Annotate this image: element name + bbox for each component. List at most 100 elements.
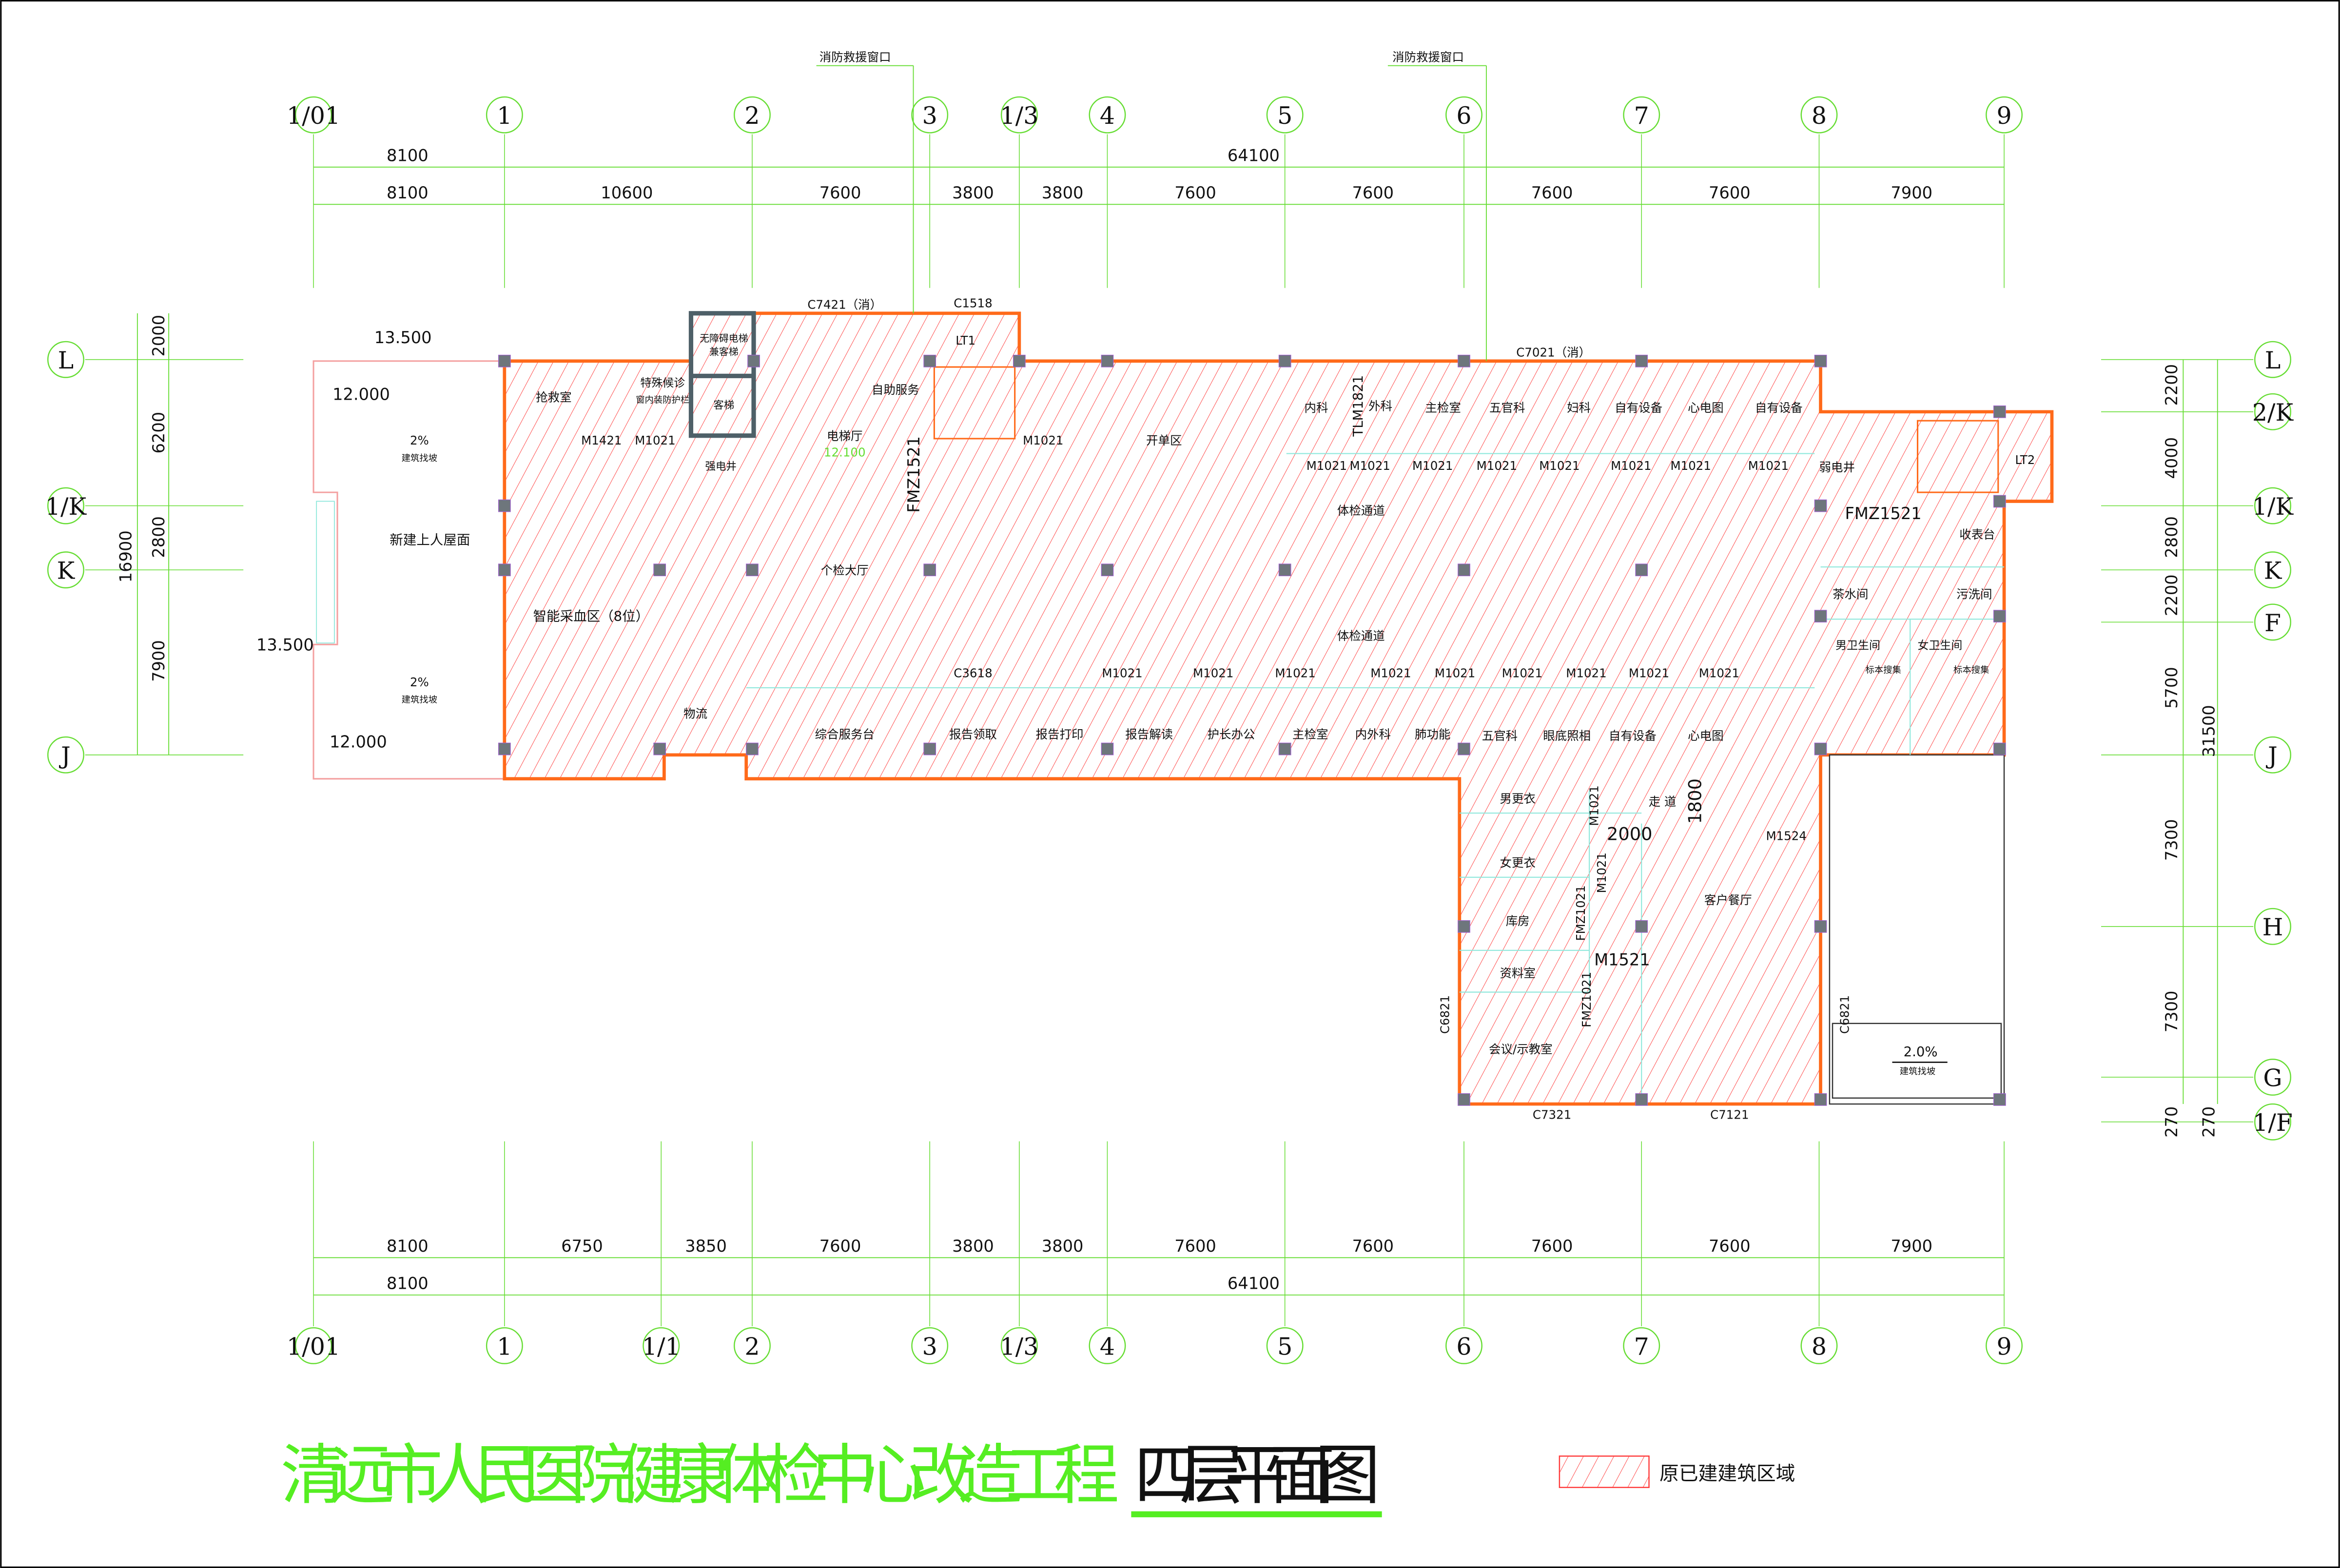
axis-left-1: 1/K xyxy=(45,487,87,524)
room-label: C7421（消） xyxy=(807,298,882,312)
room-label: 体检通道 xyxy=(1337,503,1385,518)
room-label: 肺功能 xyxy=(1415,727,1450,741)
room-label: 五官科 xyxy=(1482,729,1518,743)
axis-lines xyxy=(85,134,2254,1327)
axis-bubble-circle xyxy=(2254,487,2291,524)
column xyxy=(1101,563,1114,577)
dimension-text: 7300 xyxy=(2162,819,2181,861)
room-label: M1521 xyxy=(1594,950,1650,969)
room-label: 建筑找坡 xyxy=(402,695,437,705)
axis-bubble-circle xyxy=(1445,96,1482,134)
dimension-text: 6750 xyxy=(561,1237,603,1256)
room-label: 建筑找坡 xyxy=(1900,1066,1935,1077)
axis-label: L xyxy=(2265,347,2281,374)
room-label: 新建上人屋面 xyxy=(390,532,470,548)
room-label: 开单区 xyxy=(1146,433,1182,447)
column xyxy=(746,742,759,755)
axis-bubble-circle xyxy=(1266,96,1304,134)
column xyxy=(1101,742,1114,755)
room-label: 会议/示教室 xyxy=(1489,1042,1553,1056)
axis-label: 2/K xyxy=(2252,399,2294,426)
axis-label: 4 xyxy=(1100,102,1115,130)
room-label: M1021 xyxy=(1611,459,1651,473)
dimension-text: 7600 xyxy=(1352,1237,1394,1256)
axis-right-4: F xyxy=(2254,603,2291,641)
axis-bubble-circle xyxy=(486,1327,523,1364)
room-label: 护长办公 xyxy=(1208,727,1255,741)
dimension-text: 5700 xyxy=(2162,667,2181,709)
fire-window-label: 消防救援窗口 xyxy=(1392,50,1464,64)
column xyxy=(1635,920,1648,933)
stair-lt1 xyxy=(933,366,1016,440)
room-label: C6821 xyxy=(1438,995,1452,1034)
room-label: LT2 xyxy=(2015,453,2035,467)
axis-bottom-2: 1/1 xyxy=(642,1327,681,1364)
axis-top-9: 8 xyxy=(1800,96,1838,134)
room-label: 妇科 xyxy=(1567,401,1591,415)
axis-bottom-1: 1 xyxy=(486,1327,523,1364)
room-label: 自有设备 xyxy=(1755,401,1803,415)
room-label: C3618 xyxy=(954,666,992,680)
axis-label: 9 xyxy=(1996,1333,2011,1360)
column xyxy=(1458,920,1470,933)
axis-top-7: 6 xyxy=(1445,96,1482,134)
dimension-text: 3800 xyxy=(952,183,994,202)
room-label: 茶水间 xyxy=(1833,587,1868,601)
axis-bubble-circle xyxy=(1445,1327,1482,1364)
dimension-text: 3800 xyxy=(1042,183,1084,202)
dimension-text: 7600 xyxy=(819,1237,861,1256)
partitions xyxy=(746,453,2005,1104)
room-label: M1021 xyxy=(1595,852,1609,893)
axis-bubble-circle xyxy=(1089,1327,1126,1364)
room-label: 自有设备 xyxy=(1609,729,1657,743)
room-label: M1021 xyxy=(1349,459,1390,473)
axis-label: K xyxy=(57,557,76,585)
axis-bubble-circle xyxy=(295,1327,332,1364)
column xyxy=(1635,1093,1648,1106)
axis-top-8: 7 xyxy=(1623,96,1660,134)
dimension-text: 3800 xyxy=(1042,1237,1084,1256)
axis-bottom-7: 5 xyxy=(1266,1327,1304,1364)
axis-left-2: K xyxy=(47,551,84,589)
room-label: 抢救室 xyxy=(536,390,571,404)
room-label: 强电井 xyxy=(705,461,737,473)
dimension-text: 31500 xyxy=(2200,705,2219,757)
axis-right-3: K xyxy=(2254,551,2291,589)
axis-bubble-circle xyxy=(1986,96,2023,134)
room-labels: 抢救室特殊候诊窗内装防护栏无障碍电梯兼客梯客梯强电井自助服务电梯厅12.100L… xyxy=(256,296,2035,1122)
axis-bottom-6: 4 xyxy=(1089,1327,1126,1364)
room-label: 女更衣 xyxy=(1500,855,1535,870)
dimension-text: 7600 xyxy=(1709,1237,1751,1256)
dimension-text: 8100 xyxy=(387,146,429,165)
dimension-text: 6200 xyxy=(149,412,168,454)
roof-fans xyxy=(316,501,335,644)
axis-label: 3 xyxy=(922,102,937,130)
axis-bubble-circle xyxy=(2254,393,2291,430)
room-label: C1518 xyxy=(954,296,992,310)
room-label: 特殊候诊 xyxy=(640,377,685,389)
room-label: 污洗间 xyxy=(1956,587,1992,601)
column xyxy=(1814,920,1827,933)
room-label: 2% xyxy=(410,675,429,689)
axis-label: 1 xyxy=(497,102,512,130)
room-label: 1800 xyxy=(1685,778,1706,824)
axis-bubble-circle xyxy=(47,487,84,524)
axis-label: 2 xyxy=(744,102,760,130)
column xyxy=(923,563,936,577)
axis-bubble-circle xyxy=(47,551,84,589)
axis-label: 1/3 xyxy=(1000,102,1038,130)
structural-columns xyxy=(498,354,2006,1106)
axis-bubble-circle xyxy=(733,96,771,134)
dimension-text: 7300 xyxy=(2162,990,2181,1032)
axis-label: 1/F xyxy=(2253,1109,2293,1137)
axis-top-0: 1/01 xyxy=(287,96,340,134)
column xyxy=(1814,1093,1827,1106)
axis-bubble-circle xyxy=(47,736,84,774)
room-label: M1021 xyxy=(1539,459,1580,473)
dimension-text: 64100 xyxy=(1228,1274,1280,1293)
room-label: M1021 xyxy=(1102,666,1142,680)
room-label: 标本搜集 xyxy=(1953,665,1989,675)
legend-label: 原已建建筑区域 xyxy=(1659,1462,1795,1485)
column xyxy=(747,354,760,368)
